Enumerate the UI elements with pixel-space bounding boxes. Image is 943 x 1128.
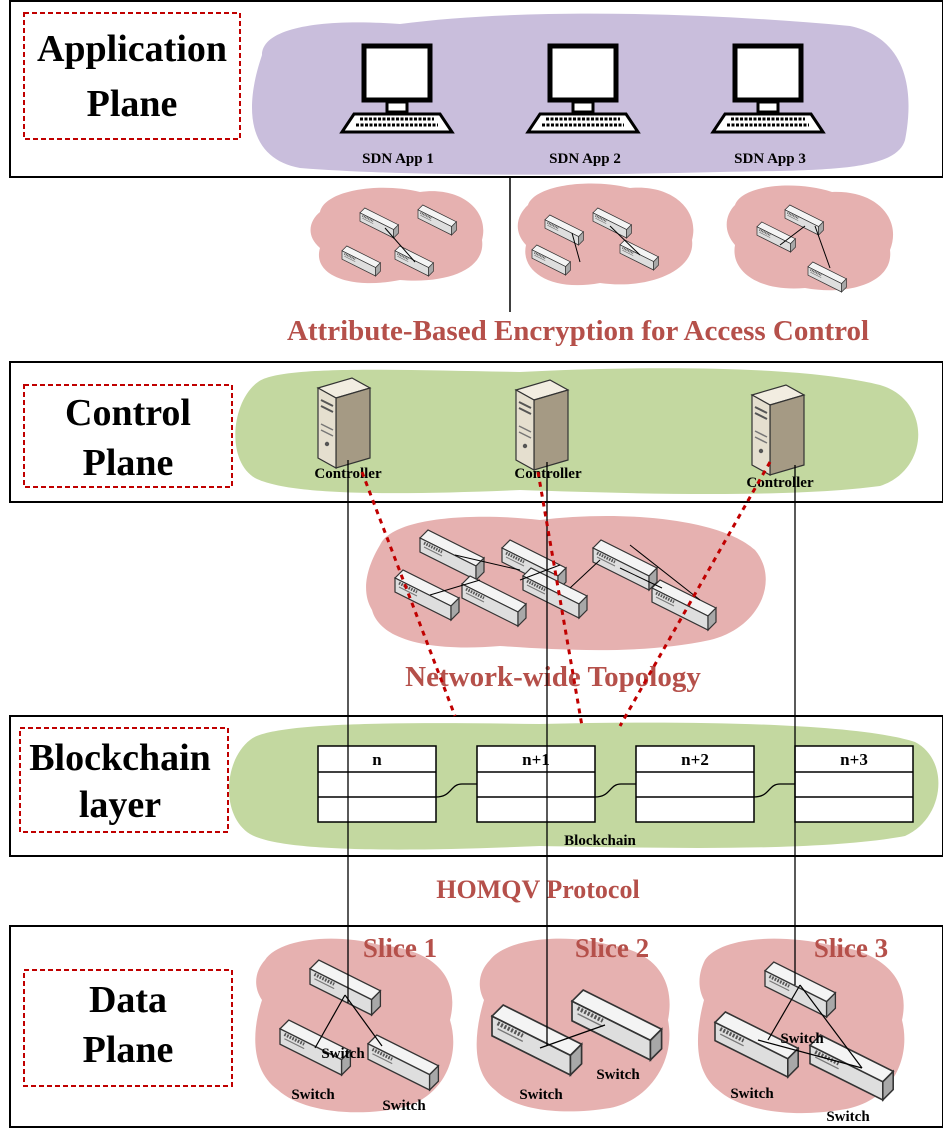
server-icon <box>317 377 371 469</box>
block-n-plus-2 <box>635 745 755 823</box>
network-cloud-1 <box>310 187 484 284</box>
link-line <box>571 232 581 263</box>
blockchain-layer-label-line1: Blockchain <box>29 737 211 779</box>
sdn-app-3-label: SDN App 3 <box>734 151 806 167</box>
block-n-plus-3-label: n+3 <box>840 750 868 769</box>
link-line <box>767 984 801 1041</box>
chain-link <box>435 783 477 798</box>
link-line <box>384 227 416 263</box>
link-line <box>619 567 663 589</box>
blockchain-layer-label-box <box>19 727 229 833</box>
control-plane-label-line2: Plane <box>83 442 174 484</box>
abe-title: Attribute-Based Encryption for Access Co… <box>287 315 869 347</box>
network-cloud-3 <box>726 185 894 291</box>
link-line <box>609 225 641 256</box>
dashed-link <box>618 461 772 727</box>
switch-label: Switch <box>382 1098 426 1114</box>
switch-label: Switch <box>321 1046 365 1062</box>
data-plane-label-box <box>23 969 233 1087</box>
switch-label: Switch <box>826 1109 870 1125</box>
data-plane-box <box>9 925 943 1128</box>
block-n-plus-3 <box>794 745 914 823</box>
control-cloud <box>235 368 919 494</box>
chain-link <box>594 783 636 798</box>
block-n-label: n <box>372 750 382 769</box>
controller-2-label: Controller <box>514 466 582 482</box>
switch-label: Switch <box>780 1031 824 1047</box>
server-icon <box>515 379 569 471</box>
link-line <box>539 1024 606 1049</box>
slice-2-cloud <box>476 938 670 1112</box>
link-line <box>629 544 701 601</box>
application-plane-label-box <box>23 12 241 140</box>
application-plane-label-line1: Application <box>37 28 227 70</box>
application-plane-label-line2: Plane <box>87 83 178 125</box>
control-plane-label-box <box>23 384 233 488</box>
link-line <box>519 564 561 581</box>
slice-3-label: Slice 3 <box>814 933 888 963</box>
block-n <box>317 745 437 823</box>
blockchain-label: Blockchain <box>564 833 636 849</box>
link-line <box>757 1039 863 1069</box>
switch-label: Switch <box>730 1086 774 1102</box>
protocol-title: HOMQV Protocol <box>436 875 639 904</box>
switch-label: Switch <box>596 1067 640 1083</box>
sdn-app-2-label: SDN App 2 <box>549 151 621 167</box>
application-plane-box <box>9 0 943 178</box>
dashed-link <box>536 471 584 727</box>
sdn-app-1-label: SDN App 1 <box>362 151 434 167</box>
control-plane-label-line1: Control <box>65 392 191 434</box>
topology-title: Network-wide Topology <box>405 661 701 693</box>
server-icon <box>751 384 805 476</box>
link-line <box>799 984 863 1069</box>
link-line <box>314 994 346 1049</box>
chain-link <box>753 783 795 798</box>
slice-2-label: Slice 2 <box>575 933 649 963</box>
block-n-plus-2-label: n+2 <box>681 750 709 769</box>
link-line <box>454 554 521 571</box>
link-line <box>344 994 383 1047</box>
link-line <box>429 579 481 596</box>
block-n-plus-1 <box>476 745 596 823</box>
data-plane-label-line2: Plane <box>83 1029 174 1071</box>
dashed-link <box>360 471 457 717</box>
blockchain-layer-box <box>9 715 943 857</box>
link-line <box>814 225 831 269</box>
blockchain-layer-label-line2: layer <box>79 784 161 826</box>
slice-1-label: Slice 1 <box>363 933 437 963</box>
switch-label: Switch <box>519 1087 563 1103</box>
link-line <box>779 225 806 246</box>
block-n-plus-1-label: n+1 <box>522 750 550 769</box>
network-cloud-2 <box>517 183 694 286</box>
switch-label: Switch <box>291 1087 335 1103</box>
control-plane-box <box>9 361 943 503</box>
data-plane-label-line1: Data <box>89 979 167 1021</box>
link-line <box>569 559 601 589</box>
controller-3-label: Controller <box>746 475 814 491</box>
